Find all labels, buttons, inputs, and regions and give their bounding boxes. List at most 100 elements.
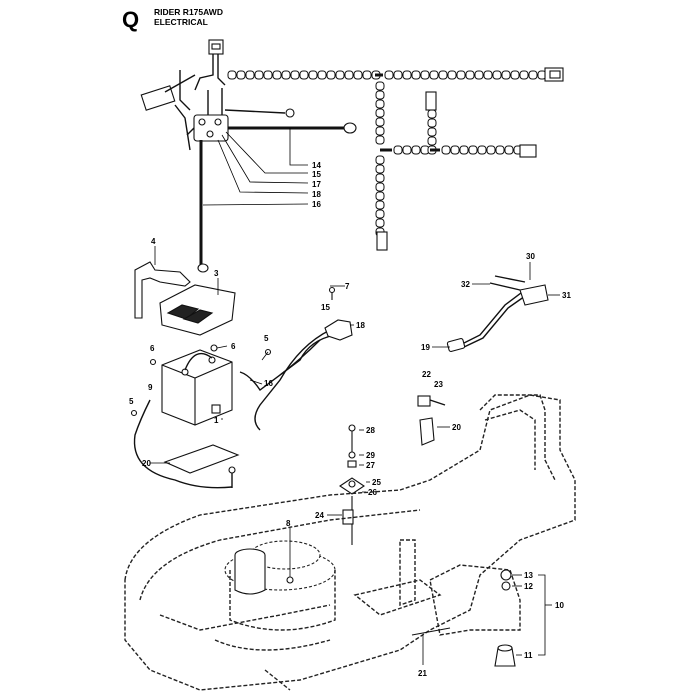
loom-bead — [375, 99, 385, 109]
callout-6-left: 6 — [150, 344, 155, 353]
callout-24: 24 — [315, 511, 324, 520]
loom-bead — [402, 70, 412, 80]
loom-bead — [438, 70, 448, 80]
harness-connector-bottom — [376, 231, 388, 251]
callout-1: 1 — [214, 416, 219, 425]
loom-bead — [344, 70, 354, 80]
callout-14: 14 — [312, 161, 321, 170]
callout-10: 10 — [555, 601, 564, 610]
callout-31: 31 — [562, 291, 571, 300]
model-title: RIDER R175AWD — [154, 7, 223, 17]
loom-bead — [317, 70, 327, 80]
loom-bead — [375, 209, 385, 219]
battery-cover — [159, 278, 236, 336]
loom-bead — [427, 118, 437, 128]
loom-bead — [456, 70, 466, 80]
loom-bead — [447, 70, 457, 80]
callout-15: 15 — [312, 170, 321, 179]
callout-15-mid: 15 — [321, 303, 330, 312]
harness-connector-right-mid — [519, 144, 537, 158]
callout-4: 4 — [151, 237, 156, 246]
loom-bead — [281, 70, 291, 80]
loom-bead — [393, 70, 403, 80]
right-components — [494, 569, 552, 667]
loom-bead — [375, 164, 385, 174]
callout-18-mid: 18 — [356, 321, 365, 330]
loom-bead — [429, 70, 439, 80]
loom-bead — [362, 70, 372, 80]
callout-13: 13 — [524, 571, 533, 580]
ignition-switch — [324, 319, 353, 341]
callout-27: 27 — [366, 461, 375, 470]
loom-bead — [427, 109, 437, 119]
callout-5-upper: 5 — [264, 334, 269, 343]
loom-bead — [353, 70, 363, 80]
loom-bead — [474, 70, 484, 80]
loom-bead — [375, 108, 385, 118]
loom-bead — [459, 145, 469, 155]
loom-bead — [227, 70, 237, 80]
callout-25: 25 — [372, 478, 381, 487]
loom-bead — [375, 90, 385, 100]
loom-bead — [492, 70, 502, 80]
loom-bead — [501, 70, 511, 80]
loom-bead — [384, 70, 394, 80]
loom-bead — [504, 145, 514, 155]
loom-bead — [411, 145, 421, 155]
callout-23: 23 — [434, 380, 443, 389]
harness-loom — [227, 70, 547, 237]
loom-bead — [326, 70, 336, 80]
loom-bead — [375, 81, 385, 91]
loom-bead — [245, 70, 255, 80]
callout-28: 28 — [366, 426, 375, 435]
loom-bead — [483, 70, 493, 80]
loom-bead — [393, 145, 403, 155]
loom-bead — [236, 70, 246, 80]
callout-3: 3 — [214, 269, 219, 278]
battery-bracket — [134, 246, 191, 319]
loom-bead — [427, 136, 437, 146]
loom-bead — [495, 145, 505, 155]
callout-6-right: 6 — [231, 342, 236, 351]
section-subtitle: ELECTRICAL — [154, 17, 208, 27]
loom-bead — [450, 145, 460, 155]
callout-12: 12 — [524, 582, 533, 591]
callout-17: 17 — [312, 180, 321, 189]
callout-19: 19 — [421, 343, 430, 352]
callout-29: 29 — [366, 451, 375, 460]
callout-16: 16 — [312, 200, 321, 209]
callout-2: 20 — [142, 459, 151, 468]
loom-bead — [375, 155, 385, 165]
callout-8: 8 — [286, 519, 291, 528]
loom-bead — [427, 127, 437, 137]
callout-9: 9 — [148, 383, 153, 392]
loom-bead — [411, 70, 421, 80]
section-letter: Q — [122, 7, 139, 32]
loom-bead — [468, 145, 478, 155]
loom-bead — [420, 70, 430, 80]
loom-bead — [263, 70, 273, 80]
loom-bead — [486, 145, 496, 155]
callout-20: 20 — [452, 423, 461, 432]
battery-mat — [163, 444, 240, 474]
loom-bead — [375, 191, 385, 201]
battery — [161, 349, 233, 426]
upper-leaders — [202, 128, 309, 206]
wiring-harness — [140, 39, 357, 273]
loom-bead — [299, 70, 309, 80]
callout-21: 21 — [418, 669, 427, 678]
loom-bead — [477, 145, 487, 155]
loom-bead — [441, 145, 451, 155]
loom-bead — [402, 145, 412, 155]
chassis-frame — [124, 394, 576, 691]
engine — [224, 540, 336, 631]
loom-bead — [375, 218, 385, 228]
sensor-harness — [432, 262, 560, 353]
callout-32: 32 — [461, 280, 470, 289]
callout-7: 7 — [345, 282, 350, 291]
callout-30: 30 — [526, 252, 535, 261]
callout-18: 18 — [312, 190, 321, 199]
callout-16-lower: 16 — [264, 379, 273, 388]
loom-bead — [335, 70, 345, 80]
